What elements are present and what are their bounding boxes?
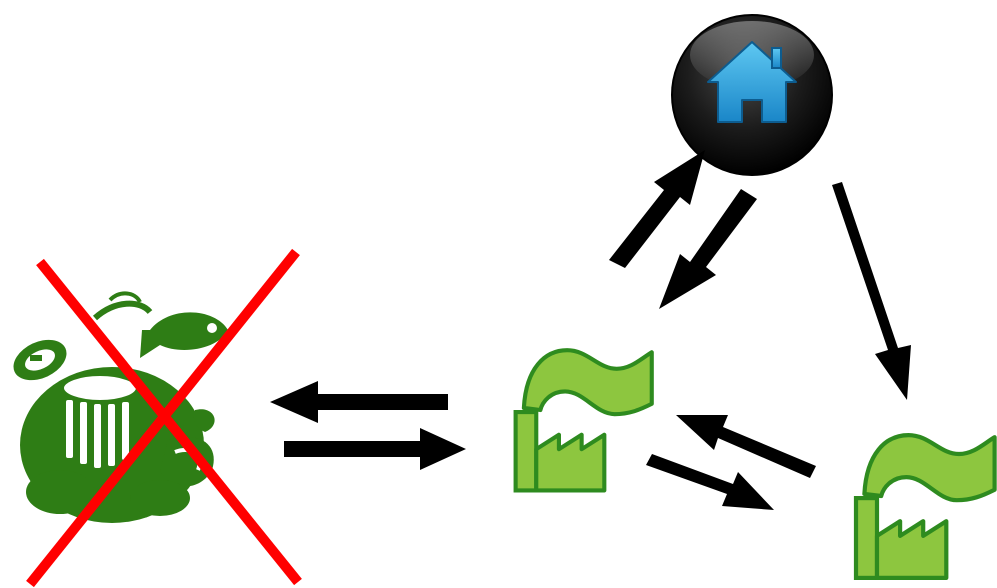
arrow-factory1-to-factory2	[646, 454, 774, 510]
factory-icon	[516, 350, 652, 490]
home-icon	[672, 15, 832, 175]
arrow-trash-to-factory	[284, 428, 466, 470]
factory-icon-secondary	[856, 435, 995, 578]
arrow-factory-to-home	[609, 150, 705, 268]
arrow-factory2-to-factory1	[676, 415, 816, 478]
arrow-home-to-factory2	[832, 182, 911, 400]
trash-pile-icon	[7, 293, 228, 523]
arrow-home-to-factory	[659, 189, 757, 309]
arrow-factory-to-trash	[270, 381, 448, 423]
